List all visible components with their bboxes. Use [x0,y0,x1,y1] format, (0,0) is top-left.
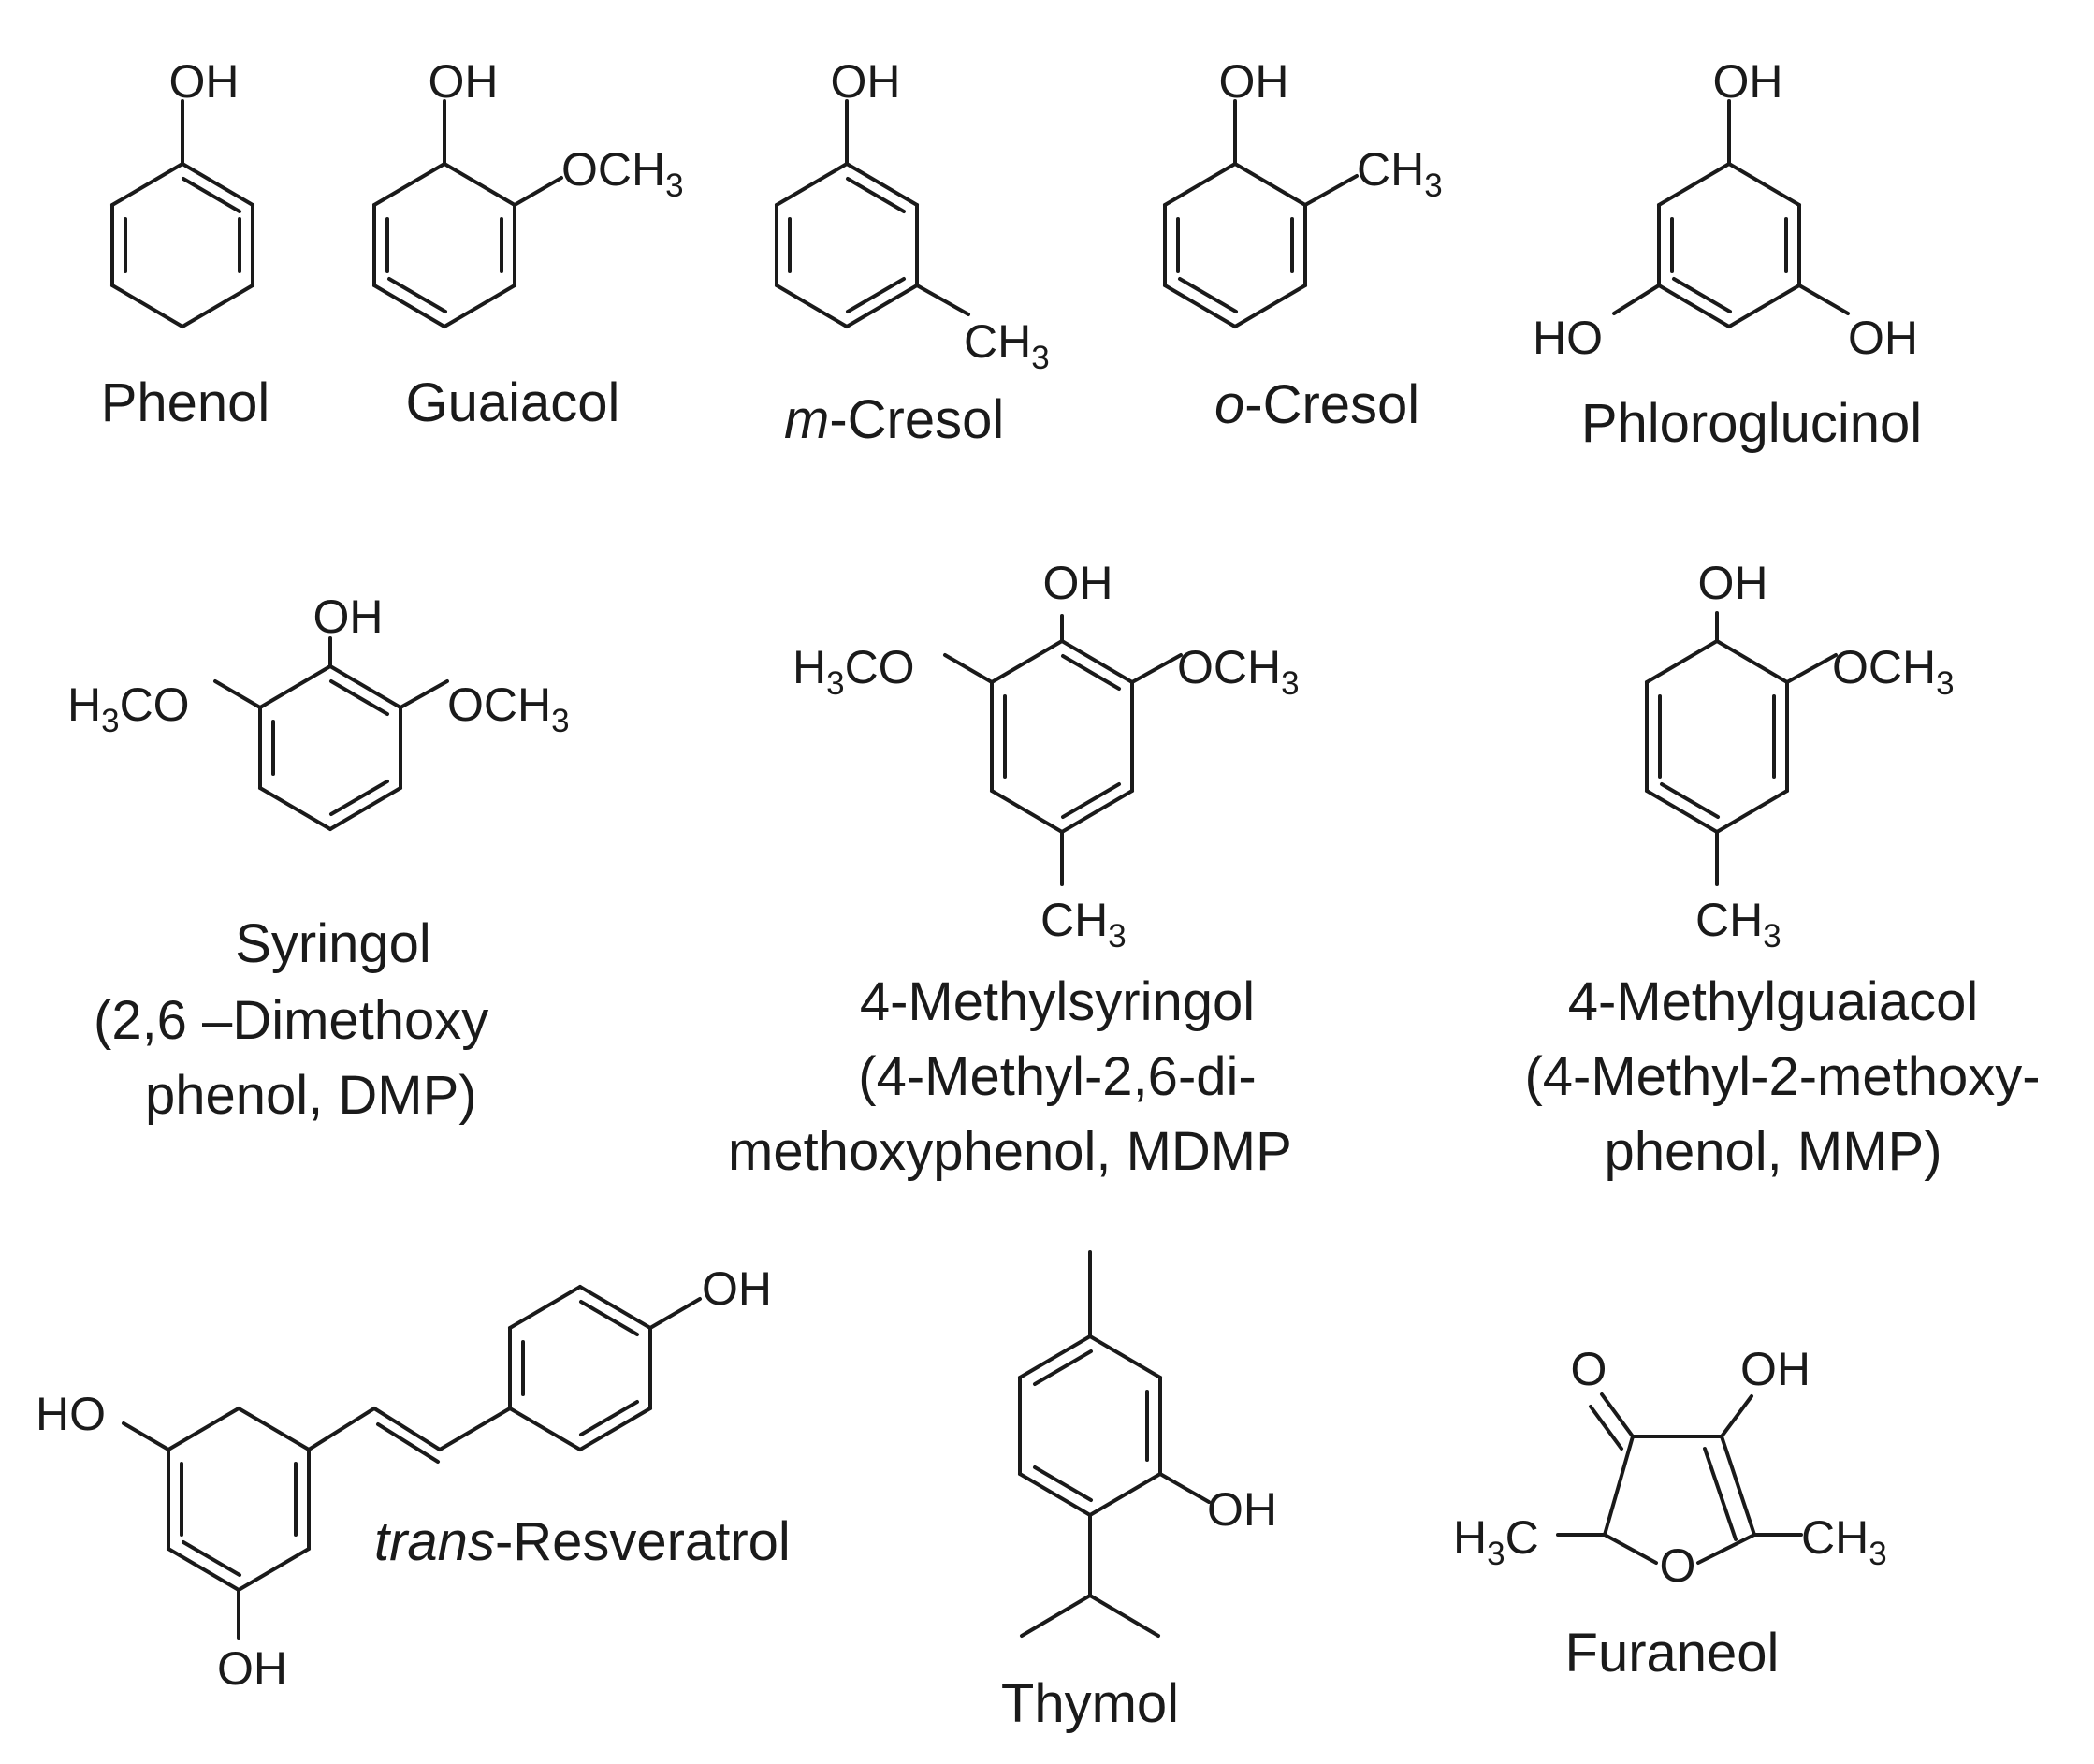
o-cresol-ch3-label: CH3 [1357,143,1443,204]
thymol-structure: OH Thymol [1001,1250,1277,1734]
resveratrol-4prime-oh-label: OH [702,1262,772,1315]
phloroglucinol-top-oh-label: OH [1713,55,1783,108]
o-cresol-rest: -Cresol [1244,374,1419,435]
4-methylsyringol-name-line3: methoxyphenol, MDMP [728,1121,1292,1182]
resveratrol-rest: -Resveratrol [495,1511,791,1572]
phloroglucinol-left-ho-label: HO [1533,312,1603,364]
4-methylguaiacol-structure: OH OCH3 CH3 4-Methylguaiacol (4-Methyl-2… [1524,557,2040,1182]
guaiacol-name: Guaiacol [406,372,620,433]
furaneol-oh-label: OH [1740,1343,1810,1395]
furaneol-ring-o-label: O [1660,1539,1696,1592]
m-cresol-rest: -Cresol [829,389,1004,450]
4-methylsyringol-oh-label: OH [1043,557,1113,609]
trans-prefix: trans [374,1511,495,1572]
4-methylsyringol-ch3-label: CH3 [1040,894,1127,955]
4-methylguaiacol-name-line3: phenol, MMP) [1604,1121,1941,1182]
4-methylguaiacol-oh-label: OH [1698,557,1768,609]
4-methylguaiacol-ch3-label: CH3 [1695,894,1781,955]
o-cresol-prefix: o [1214,374,1244,435]
4-methylguaiacol-och3-label: OCH3 [1832,641,1955,702]
phenol-name: Phenol [101,372,270,433]
guaiacol-structure: OH OCH3 Guaiacol [372,55,684,433]
trans-resveratrol-structure: OH HO OH trans-Resveratrol [36,1262,791,1695]
o-cresol-name: o-Cresol [1214,374,1419,435]
syringol-name-line2: (2,6 –Dimethoxy [94,990,488,1051]
furaneol-name: Furaneol [1565,1623,1780,1684]
phenol-structure: OH Phenol [101,55,270,433]
m-cresol-prefix: m [784,389,829,450]
syringol-och3-label: OCH3 [447,678,570,739]
furaneol-h3c-label: H3C [1453,1511,1539,1572]
thymol-oh-label: OH [1207,1483,1277,1536]
syringol-name-line3: phenol, DMP) [145,1065,477,1126]
4-methylguaiacol-name-line2: (4-Methyl-2-methoxy- [1524,1046,2040,1107]
m-cresol-name: m-Cresol [784,389,1004,450]
m-cresol-ch3-label: CH3 [964,315,1050,376]
4-methylsyringol-name-line2: (4-Methyl-2,6-di- [858,1046,1256,1107]
4-methylguaiacol-name-line1: 4-Methylguaiacol [1568,971,1978,1032]
furaneol-carbonyl-o-label: O [1571,1343,1607,1395]
resveratrol-5-oh-label: OH [217,1642,287,1695]
o-cresol-structure: OH CH3 o-Cresol [1163,55,1443,435]
phloroglucinol-right-oh-label: OH [1848,312,1918,364]
syringol-name-line1: Syringol [235,913,431,974]
4-methylsyringol-name-line1: 4-Methylsyringol [860,971,1255,1032]
4-methylsyringol-och3-label: OCH3 [1177,641,1300,702]
furaneol-structure: O OH H3C O CH3 Furaneol [1453,1343,1887,1684]
syringol-oh-label: OH [313,590,384,643]
phenol-oh-label: OH [169,55,240,108]
o-cresol-oh-label: OH [1219,55,1289,108]
syringol-h3co-label: H3CO [67,678,190,739]
4-methylsyringol-h3co-label: H3CO [793,641,915,702]
m-cresol-structure: OH CH3 m-Cresol [775,55,1050,450]
furaneol-ch3-label: CH3 [1801,1511,1887,1572]
guaiacol-oh-label: OH [429,55,499,108]
phloroglucinol-structure: OH HO OH Phloroglucinol [1533,55,1922,454]
syringol-structure: OH H3CO OCH3 Syringol (2,6 –Dimethoxy ph… [67,590,570,1126]
thymol-name: Thymol [1001,1673,1179,1734]
m-cresol-oh-label: OH [831,55,901,108]
4-methylsyringol-structure: OH H3CO OCH3 CH3 4-Methylsyringol (4-Met… [728,557,1300,1182]
trans-resveratrol-name: trans-Resveratrol [374,1511,791,1572]
phloroglucinol-name: Phloroglucinol [1581,393,1922,454]
resveratrol-3-ho-label: HO [36,1388,106,1440]
guaiacol-och3-label: OCH3 [561,143,684,204]
